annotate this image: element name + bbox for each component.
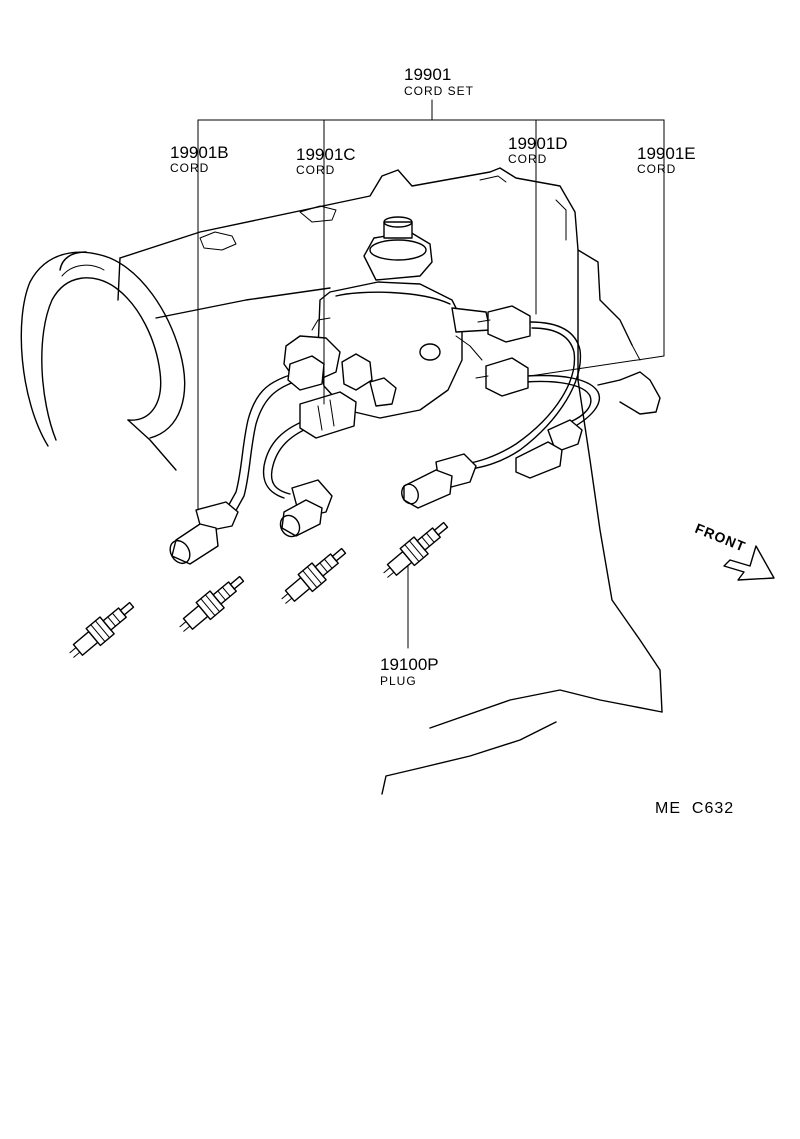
plug-number: 19100P — [380, 655, 439, 674]
leader-cord-e — [529, 119, 665, 377]
spark-plug-3 — [281, 547, 347, 604]
cord-c-desc: CORD — [296, 163, 335, 177]
cord-set-number: 19901 — [404, 65, 451, 84]
cord-d-desc: CORD — [508, 152, 547, 166]
spark-plugs — [69, 521, 449, 658]
plug-desc: PLUG — [380, 674, 417, 688]
cord-c — [262, 391, 357, 538]
cord-d-number: 19901D — [508, 134, 568, 153]
front-label: FRONT — [693, 520, 748, 555]
cord-set-desc: CORD SET — [404, 84, 474, 98]
crank-pulley — [20, 251, 186, 447]
cord-b-number: 19901B — [170, 143, 229, 162]
cord-c-number: 19901C — [296, 145, 356, 164]
ignition-cords — [169, 305, 601, 565]
distributor — [283, 216, 491, 419]
leader-lines — [197, 99, 665, 649]
spark-plug-1 — [69, 601, 135, 658]
cord-b-desc: CORD — [170, 161, 209, 175]
drawing-ref: ME C632 — [655, 800, 734, 817]
front-arrow: FRONT — [693, 520, 775, 581]
cord-d — [401, 305, 582, 509]
callout-labels: 19901 CORD SET 19901B CORD 19901C CORD 1… — [170, 65, 696, 688]
engine-block — [117, 167, 663, 795]
cord-e-desc: CORD — [637, 162, 676, 176]
cord-b — [169, 355, 325, 565]
cord-e — [475, 357, 601, 479]
spark-plug-2 — [179, 575, 245, 632]
spark-plug-4 — [383, 521, 449, 578]
cord-e-number: 19901E — [637, 144, 696, 163]
front-arrow-icon — [723, 545, 775, 581]
